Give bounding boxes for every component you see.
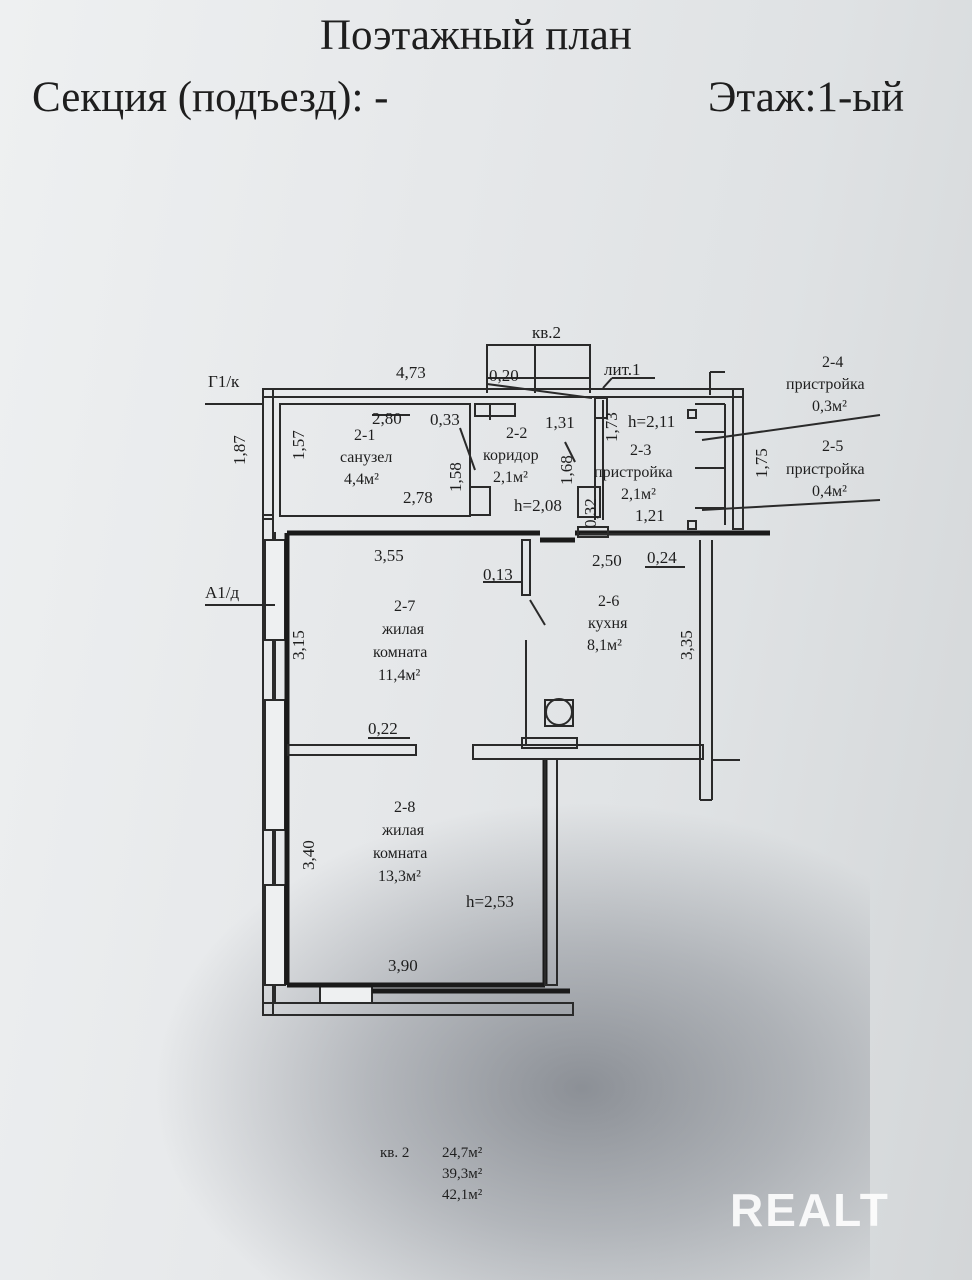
room-id: 2-5 xyxy=(822,438,843,455)
room-name-line2: комната xyxy=(373,644,427,661)
room-id: 2-3 xyxy=(630,442,651,459)
height-living: h=2,53 xyxy=(466,892,514,911)
plan-title: Поэтажный план xyxy=(320,12,632,59)
dim-1-58: 1,58 xyxy=(446,462,465,492)
totals-apt-label: кв. 2 xyxy=(380,1145,410,1161)
height-corridor: h=2,08 xyxy=(514,496,562,515)
lit-label: лит.1 xyxy=(604,360,640,379)
room-name: коридор xyxy=(483,447,539,464)
dim-0-32: 0,32 xyxy=(581,498,600,528)
room-name: пристройка xyxy=(594,464,673,481)
axis-g-label: Г1/к xyxy=(208,372,240,391)
room-name: пристройка xyxy=(786,461,865,478)
dim-1-73: 1,73 xyxy=(602,412,621,442)
room-area: 11,4м² xyxy=(378,667,421,684)
room-2-7: 2-7 жилая комната 11,4м² xyxy=(373,598,427,684)
dim-1-57: 1,57 xyxy=(289,430,308,460)
floor-label: Этаж:1-ый xyxy=(708,74,905,121)
dim-1-21: 1,21 xyxy=(635,506,665,525)
dim-0-13: 0,13 xyxy=(483,565,513,584)
room-area: 4,4м² xyxy=(344,471,379,488)
dim-1-31: 1,31 xyxy=(545,413,575,432)
dim-0-33: 0,33 xyxy=(430,410,460,429)
dim-3-40: 3,40 xyxy=(299,840,318,870)
dim-3-35: 3,35 xyxy=(677,630,696,660)
room-area: 0,3м² xyxy=(812,398,847,415)
room-2-3: 2-3 пристройка 2,1м² xyxy=(594,442,673,503)
section-label: Секция (подъезд): - xyxy=(32,74,389,121)
room-2-5: 2-5 пристройка 0,4м² xyxy=(786,438,865,500)
dim-0-20: 0,20 xyxy=(489,366,519,385)
dim-1-68: 1,68 xyxy=(557,455,576,485)
dim-2-78: 2,78 xyxy=(403,488,433,507)
dim-3-55: 3,55 xyxy=(374,546,404,565)
room-name: пристройка xyxy=(786,376,865,393)
dim-3-90: 3,90 xyxy=(388,956,418,975)
dim-0-22: 0,22 xyxy=(368,719,398,738)
room-name: санузел xyxy=(340,449,392,466)
room-area: 2,1м² xyxy=(493,469,528,486)
height-annex: h=2,11 xyxy=(628,412,675,431)
room-name: кухня xyxy=(588,615,628,632)
totals-total: 39,3м² xyxy=(442,1166,483,1182)
dim-2-80: 2,80 xyxy=(372,409,402,428)
room-name-line1: жилая xyxy=(381,621,425,638)
room-id: 2-6 xyxy=(598,593,619,610)
axis-a-label: А1/д xyxy=(205,583,240,602)
dim-1-75: 1,75 xyxy=(752,448,771,478)
room-2-4: 2-4 пристройка 0,3м² xyxy=(786,354,865,415)
neighbor-apt-label: кв.2 xyxy=(532,323,561,342)
neighbor-stairs xyxy=(486,344,591,393)
totals-living: 24,7м² xyxy=(442,1145,483,1161)
dim-3-15: 3,15 xyxy=(289,630,308,660)
room-id: 2-4 xyxy=(822,354,843,371)
room-2-2: 2-2 коридор 2,1м² xyxy=(483,425,539,486)
dim-1-87: 1,87 xyxy=(230,435,249,465)
realt-watermark: REALT xyxy=(730,1184,890,1236)
room-id: 2-1 xyxy=(354,427,375,444)
room-name-line1: жилая xyxy=(381,822,425,839)
totals-total-summer: 42,1м² xyxy=(442,1187,483,1203)
room-id: 2-8 xyxy=(394,799,415,816)
room-area: 8,1м² xyxy=(587,637,622,654)
dim-0-24: 0,24 xyxy=(647,548,677,567)
room-2-6: 2-6 кухня 8,1м² xyxy=(587,593,628,654)
room-area: 2,1м² xyxy=(621,486,656,503)
room-id: 2-2 xyxy=(506,425,527,442)
room-id: 2-7 xyxy=(394,598,415,615)
room-2-1: 2-1 санузел 4,4м² xyxy=(340,427,392,488)
room-area: 0,4м² xyxy=(812,483,847,500)
dim-4-73: 4,73 xyxy=(396,363,426,382)
room-2-8: 2-8 жилая комната 13,3м² xyxy=(373,799,427,885)
dim-2-50: 2,50 xyxy=(592,551,622,570)
room-name-line2: комната xyxy=(373,845,427,862)
room-area: 13,3м² xyxy=(378,868,421,885)
